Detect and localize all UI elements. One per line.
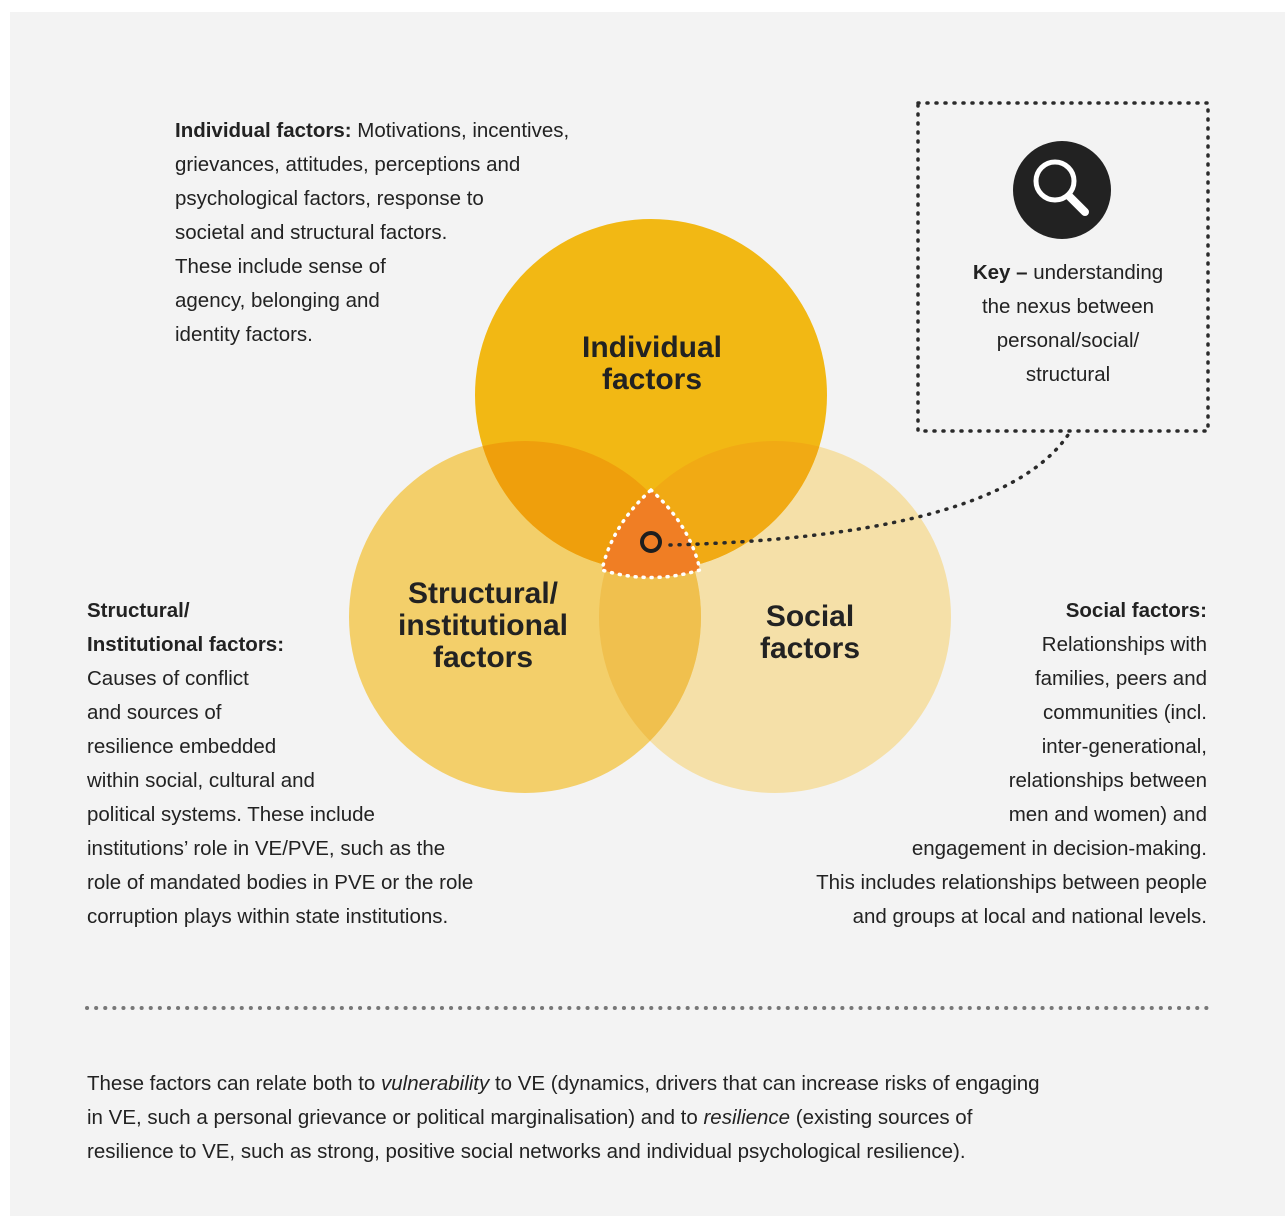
- structural-line: political systems. These include: [87, 803, 375, 826]
- individual-factors-description: Individual factors: Motivations, incenti…: [175, 114, 569, 352]
- social-line: communities (incl.: [1042, 701, 1207, 724]
- individual-line: grievances, attitudes, perceptions and: [175, 153, 521, 176]
- social-line: Relationships with: [1041, 633, 1207, 656]
- individual-line: These include sense of: [175, 255, 386, 278]
- key-line: structural: [1025, 363, 1111, 386]
- structural-line: corruption plays within state institutio…: [87, 905, 449, 928]
- key-line: understanding: [1027, 261, 1164, 284]
- social-heading: Social factors:: [1065, 599, 1207, 622]
- individual-circle-label: Individual factors: [532, 332, 772, 396]
- footer-text: to VE (dynamics, drivers that can increa…: [489, 1072, 1040, 1095]
- social-line: men and women) and: [1008, 803, 1207, 826]
- structural-line: and sources of: [87, 701, 222, 724]
- social-line: families, peers and: [1034, 667, 1207, 690]
- social-label-line2: factors: [759, 632, 861, 665]
- individual-label-line1: Individual: [581, 331, 722, 364]
- footer-emphasis: vulnerability: [381, 1072, 490, 1095]
- social-line: This includes relationships between peop…: [816, 871, 1207, 894]
- individual-line: identity factors.: [175, 323, 313, 346]
- structural-line: institutions’ role in VE/PVE, such as th…: [87, 837, 446, 860]
- nexus-marker: [640, 531, 662, 553]
- structural-circle-label: Structural/ institutional factors: [373, 578, 593, 674]
- structural-line: resilience embedded: [87, 735, 277, 758]
- individual-line: psychological factors, response to: [175, 187, 484, 210]
- structural-line: within social, cultural and: [87, 769, 315, 792]
- key-label: Key –: [972, 261, 1028, 284]
- structural-label-line3: factors: [432, 641, 534, 674]
- individual-heading: Individual factors:: [175, 119, 352, 142]
- social-line: inter-generational,: [1041, 735, 1207, 758]
- structural-heading: Institutional factors:: [87, 633, 285, 656]
- key-line: personal/social/: [996, 329, 1140, 352]
- magnifier-icon: [1013, 141, 1111, 239]
- social-line: and groups at local and national levels.: [852, 905, 1207, 928]
- structural-label-line2: institutional: [398, 609, 568, 642]
- key-box: [916, 101, 1210, 433]
- social-circle-label: Social factors: [720, 601, 900, 665]
- individual-line: agency, belonging and: [175, 289, 380, 312]
- social-line: engagement in decision-making.: [911, 837, 1207, 860]
- social-line: relationships between: [1008, 769, 1207, 792]
- footer-emphasis: resilience: [703, 1106, 791, 1129]
- structural-line: Causes of conflict: [87, 667, 249, 690]
- structural-heading: Structural/: [87, 599, 190, 622]
- structural-label-line1: Structural/: [407, 577, 559, 610]
- footer-text: resilience to VE, such as strong, positi…: [87, 1140, 966, 1163]
- individual-line: Motivations, incentives,: [351, 119, 570, 142]
- individual-line: societal and structural factors.: [175, 221, 448, 244]
- overlap-individual-structural: [475, 441, 701, 571]
- overlap-individual-social: [599, 441, 827, 571]
- connector-dotted-line: [668, 430, 1072, 547]
- key-line: the nexus between: [981, 295, 1155, 318]
- social-factors-description: Social factors: Relationships with famil…: [816, 594, 1207, 934]
- footer-text: in VE, such a personal grievance or poli…: [87, 1106, 704, 1129]
- footer-text: (existing sources of: [790, 1106, 973, 1129]
- individual-label-line2: factors: [601, 363, 703, 396]
- structural-line: role of mandated bodies in PVE or the ro…: [87, 871, 474, 894]
- structural-factors-description: Structural/ Institutional factors: Cause…: [87, 594, 473, 934]
- social-label-line1: Social: [765, 600, 855, 633]
- footer-text: These factors can relate both to: [87, 1072, 381, 1095]
- key-description: Key – understanding the nexus between pe…: [918, 256, 1218, 392]
- footer-note: These factors can relate both to vulnera…: [87, 1067, 1227, 1169]
